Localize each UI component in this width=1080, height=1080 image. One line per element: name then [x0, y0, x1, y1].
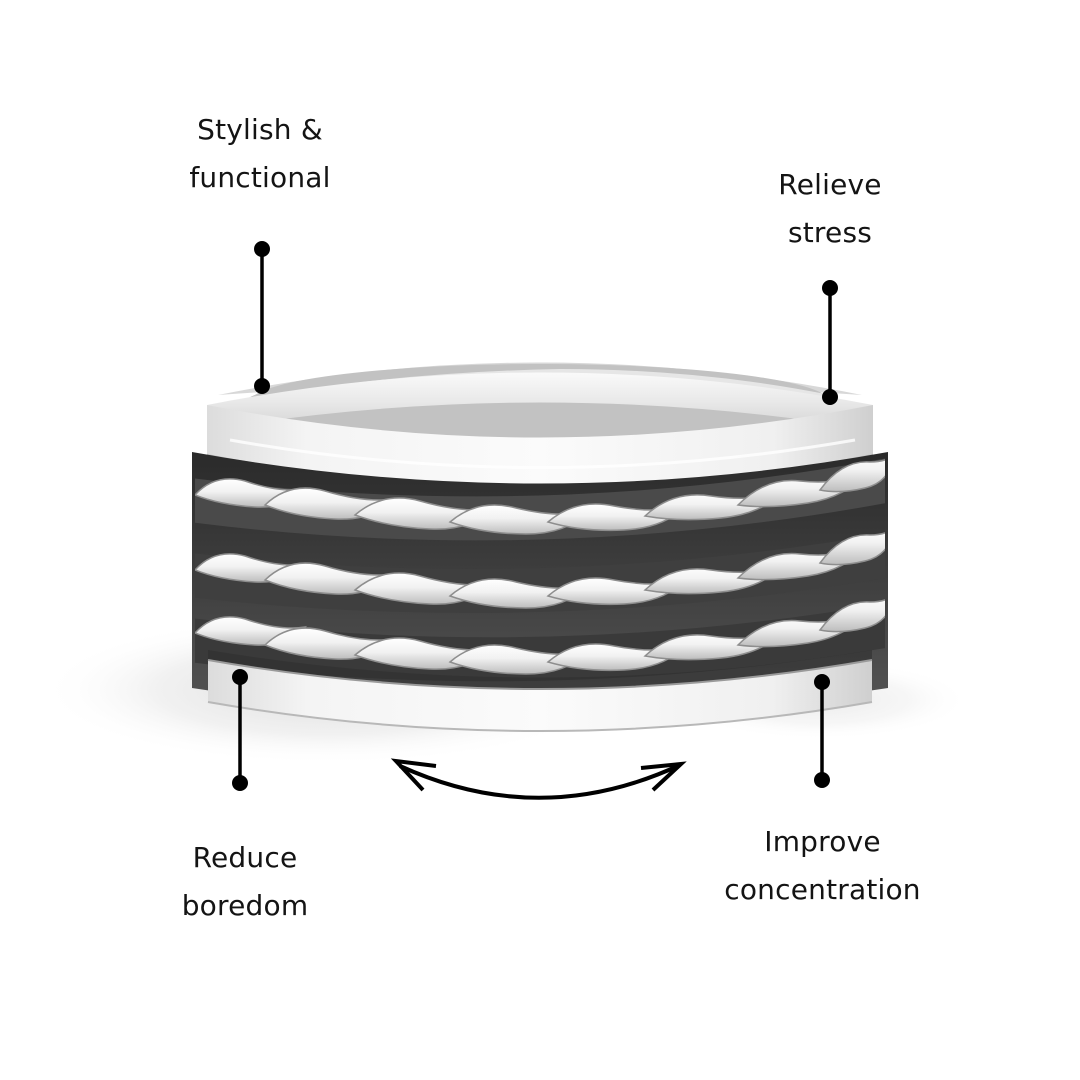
callout-label-line: Improve — [764, 825, 881, 858]
callout-label-stylish: Stylish & functional — [170, 106, 350, 202]
rope-strand-2 — [195, 524, 885, 613]
callout-improve-pointer — [814, 674, 830, 788]
callout-label-line: Stylish & — [197, 113, 323, 146]
callout-label-line: Reduce — [192, 841, 298, 874]
callout-label-reduce: Reduce boredom — [160, 834, 330, 930]
curved-double-arrow-icon — [390, 758, 687, 800]
callout-relieve-pointer — [822, 280, 838, 405]
callout-label-line: concentration — [724, 873, 921, 906]
ring-image — [192, 362, 888, 732]
callout-label-line: Relieve — [778, 168, 882, 201]
rope-strand-1 — [195, 455, 885, 541]
callout-label-line: stress — [787, 216, 873, 249]
rope-strand-3 — [195, 591, 885, 682]
callout-label-relieve: Relieve stress — [750, 161, 910, 257]
callout-stylish-pointer — [254, 241, 270, 394]
callout-label-improve: Improve concentration — [700, 818, 945, 914]
callout-label-line: functional — [189, 161, 331, 194]
callout-label-line: boredom — [181, 889, 309, 922]
callout-reduce-pointer — [232, 669, 248, 791]
